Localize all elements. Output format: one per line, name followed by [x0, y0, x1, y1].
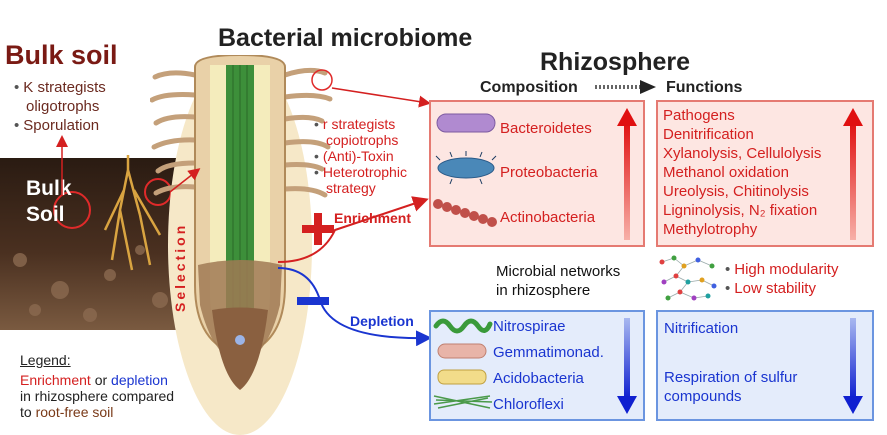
network-graph-icon: [659, 255, 717, 301]
legend: Legend: Enrichment or depletion in rhizo…: [20, 352, 174, 420]
soil-label: Bulk Soil: [26, 176, 72, 228]
legend-to: to: [20, 404, 36, 420]
network-properties: High modularity Low stability: [725, 260, 838, 298]
acidobacteria-icon: [437, 369, 487, 385]
trait-anti-toxin: (Anti)-Toxin: [314, 148, 407, 164]
depleted-function-line2: compounds: [664, 388, 742, 405]
legend-title: Legend:: [20, 352, 71, 368]
function-item: Xylanolysis, Cellulolysis: [663, 145, 822, 162]
depleted-taxon-0: Nitrospirae: [493, 318, 566, 335]
enriched-taxon-0: Bacteroidetes: [500, 120, 592, 137]
rhizosphere-title: Rhizosphere: [540, 48, 691, 76]
depleted-functions-down-arrow: [843, 318, 863, 414]
enriched-functions-up-arrow: [843, 108, 863, 240]
enriched-taxa-icons: [433, 113, 497, 227]
networks-label-line1: Microbial networks: [496, 263, 621, 280]
depleted-function-line1: Respiration of sulfur: [664, 369, 798, 386]
legend-or: or: [90, 372, 112, 388]
enriched-up-arrow: [617, 108, 637, 240]
enriched-taxon-1: Proteobacteria: [500, 164, 598, 181]
r-strategy-traits: r strategists copiotrophs (Anti)-Toxin H…: [314, 116, 407, 196]
prop-high-modularity: High modularity: [725, 260, 838, 279]
enriched-functions-list: Pathogens Denitrification Xylanolysis, C…: [663, 106, 821, 239]
legend-line3: to root-free soil: [20, 404, 174, 420]
soil-label-line1: Bulk: [26, 177, 72, 200]
functions-header: Functions: [666, 79, 743, 96]
networks-label: Microbial networks in rhizosphere: [496, 262, 620, 300]
legend-depletion: depletion: [111, 372, 168, 388]
proteobacteria-icon: [435, 151, 497, 185]
trait-heterotrophic: Heterotrophic: [314, 164, 407, 180]
legend-enrichment: Enrichment: [20, 372, 91, 388]
trait-sporulation: Sporulation: [14, 116, 106, 135]
depleted-taxa-icons: [433, 318, 493, 409]
root-illustration: [150, 55, 333, 435]
depleted-taxon-2: Acidobacteria: [493, 370, 584, 387]
legend-line1: Enrichment or depletion: [20, 372, 174, 388]
nitrospirae-icon: [433, 318, 493, 334]
actinobacteria-icon: [433, 199, 497, 227]
depleted-taxon-1: Gemmatimonad.: [493, 344, 604, 361]
bacteroidetes-icon: [436, 113, 496, 133]
trait-copiotrophs: copiotrophs: [326, 132, 399, 148]
prop-low-stability: Low stability: [725, 279, 838, 298]
depleted-down-arrow: [617, 318, 637, 414]
trait-k-strategists: K strategists: [14, 78, 106, 97]
gemmatimonadetes-icon: [437, 343, 487, 359]
enriched-functions-box: [656, 100, 874, 247]
trait-oligotrophs: oligotrophs: [26, 98, 100, 115]
function-item: Methylotrophy: [663, 221, 758, 238]
bulk-soil-traits: K strategists oligotrophs Sporulation: [14, 78, 106, 135]
function-item: Methanol oxidation: [663, 164, 789, 181]
depleted-function-1: Respiration of sulfur compounds: [664, 368, 797, 406]
function-item: Ligninolysis, N₂ fixation: [663, 202, 818, 219]
depletion-label: Depletion: [350, 313, 414, 329]
enriched-taxon-2: Actinobacteria: [500, 209, 596, 226]
trait-strategy: strategy: [326, 180, 376, 196]
composition-header: Composition: [480, 79, 578, 96]
depleted-taxon-3: Chloroflexi: [493, 396, 564, 413]
chloroflexi-icon: [433, 395, 493, 409]
depleted-function-0: Nitrification: [664, 320, 739, 337]
soil-label-line2: Soil: [26, 203, 65, 226]
function-item: Pathogens: [663, 107, 735, 124]
legend-root-free-soil: root-free soil: [35, 404, 114, 420]
depleted-functions-box: [656, 310, 874, 421]
bulk-soil-title: Bulk soil: [5, 40, 118, 70]
function-item: Ureolysis, Chitinolysis: [663, 183, 809, 200]
enrichment-label: Enrichment: [334, 210, 412, 226]
networks-label-line2: in rhizosphere: [496, 282, 591, 299]
center-title: Bacterial microbiome: [218, 24, 473, 52]
legend-line2: in rhizosphere compared: [20, 388, 175, 404]
function-item: Denitrification: [663, 126, 754, 143]
trait-r-strategists: r strategists: [314, 116, 407, 132]
